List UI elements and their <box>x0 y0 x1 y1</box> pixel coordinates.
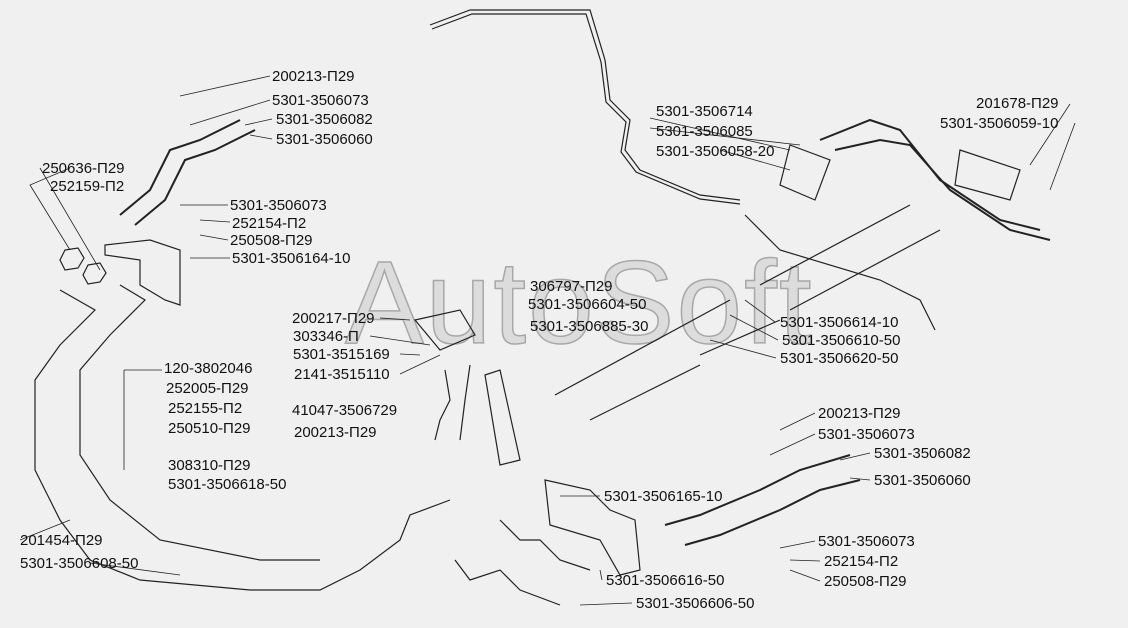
part-label: 303346-П <box>293 328 359 345</box>
part-label: 5301-3506085 <box>656 123 753 140</box>
part-label: 200213-П29 <box>294 424 377 441</box>
part-label: 252155-П2 <box>168 400 243 417</box>
part-label: 201454-П29 <box>20 532 103 549</box>
center-bracket <box>484 369 521 466</box>
part-label: 5301-3506714 <box>656 103 753 120</box>
part-label: 5301-3506073 <box>230 197 327 214</box>
part-label: 5301-3506610-50 <box>782 332 901 349</box>
part-label: 252154-П2 <box>232 215 307 232</box>
brake-pipe-lower-left <box>34 289 451 591</box>
part-label: 41047-3506729 <box>292 402 398 419</box>
part-label: 252154-П2 <box>824 553 899 570</box>
part-label: 5301-3506073 <box>818 533 915 550</box>
part-label: 2141-3515110 <box>294 366 390 383</box>
hose-left <box>119 119 241 216</box>
valve-center <box>413 309 476 351</box>
flange-plate <box>779 144 831 201</box>
rod <box>759 204 911 286</box>
part-label: 120-3802046 <box>164 360 253 377</box>
part-label: 250508-П29 <box>230 232 313 249</box>
part-label: 250508-П29 <box>824 573 907 590</box>
bracket-lower-right <box>544 479 641 576</box>
part-label: 5301-3506606-50 <box>636 595 755 612</box>
part-label: 5301-3506073 <box>272 92 369 109</box>
part-label: 5301-3506620-50 <box>780 350 899 367</box>
part-label: 5301-3506165-10 <box>604 488 723 505</box>
brake-pipe-top <box>429 9 741 201</box>
part-label: 5301-3506164-10 <box>232 250 351 267</box>
part-label: 5301-3506614-10 <box>780 314 899 331</box>
part-label: 5301-3506616-50 <box>606 572 725 589</box>
part-label: 5301-3506082 <box>276 111 373 128</box>
part-label: 5301-3515169 <box>293 346 390 363</box>
part-label: 200217-П29 <box>292 310 375 327</box>
part-label: 5301-3506608-50 <box>20 555 139 572</box>
part-label: 5301-3506073 <box>818 426 915 443</box>
part-label: 5301-3506618-50 <box>168 476 287 493</box>
part-label: 200213-П29 <box>818 405 901 422</box>
nut <box>59 247 85 271</box>
part-label: 5301-3506885-30 <box>530 318 649 335</box>
hose-lower-right <box>664 454 851 526</box>
part-label: 201678-П29 <box>976 95 1059 112</box>
hose-right-top <box>819 118 1041 231</box>
part-label: 250636-П29 <box>42 160 125 177</box>
valve-block <box>954 149 1021 201</box>
part-label: 5301-3506082 <box>874 445 971 462</box>
part-label: 252159-П2 <box>50 178 125 195</box>
part-label: 306797-П29 <box>530 278 613 295</box>
part-label: 5301-3506060 <box>276 131 373 148</box>
bracket-left <box>104 239 181 306</box>
part-label: 5301-3506060 <box>874 472 971 489</box>
part-label: 308310-П29 <box>168 457 251 474</box>
part-label: 5301-3506059-10 <box>940 115 1059 132</box>
part-label: 5301-3506604-50 <box>528 296 647 313</box>
part-label: 5301-3506058-20 <box>656 143 775 160</box>
part-label: 200213-П29 <box>272 68 355 85</box>
part-label: 252005-П29 <box>166 380 249 397</box>
part-label: 250510-П29 <box>168 420 251 437</box>
